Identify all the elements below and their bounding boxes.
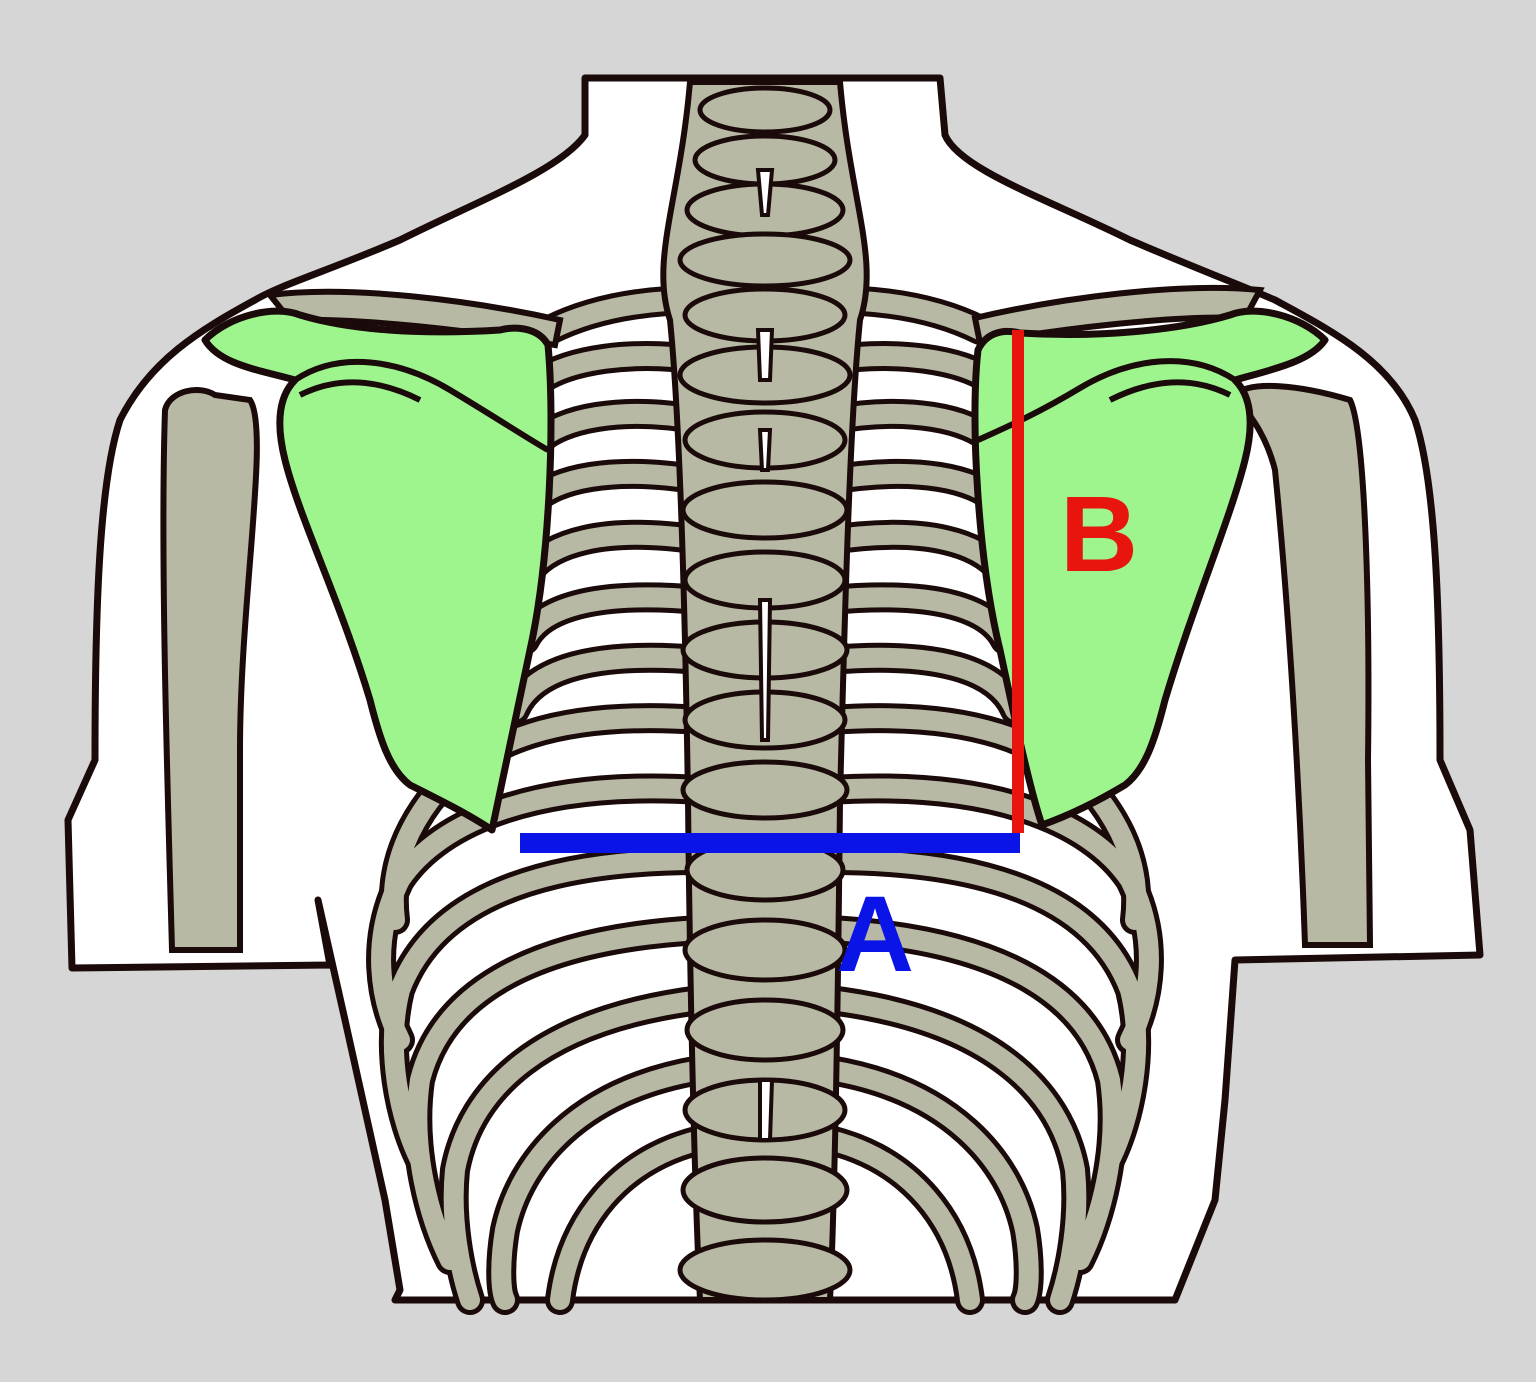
measurement-label-b: B bbox=[1060, 473, 1138, 594]
scapulae bbox=[201, 307, 1329, 834]
vertebrae bbox=[677, 85, 853, 1303]
humerus-bones bbox=[160, 382, 1374, 953]
right-scapula bbox=[971, 307, 1329, 829]
left-scapula bbox=[201, 307, 555, 834]
scapular-spines bbox=[293, 358, 1237, 453]
spinous-processes bbox=[755, 168, 775, 1142]
measurement-label-a: A bbox=[836, 873, 914, 994]
